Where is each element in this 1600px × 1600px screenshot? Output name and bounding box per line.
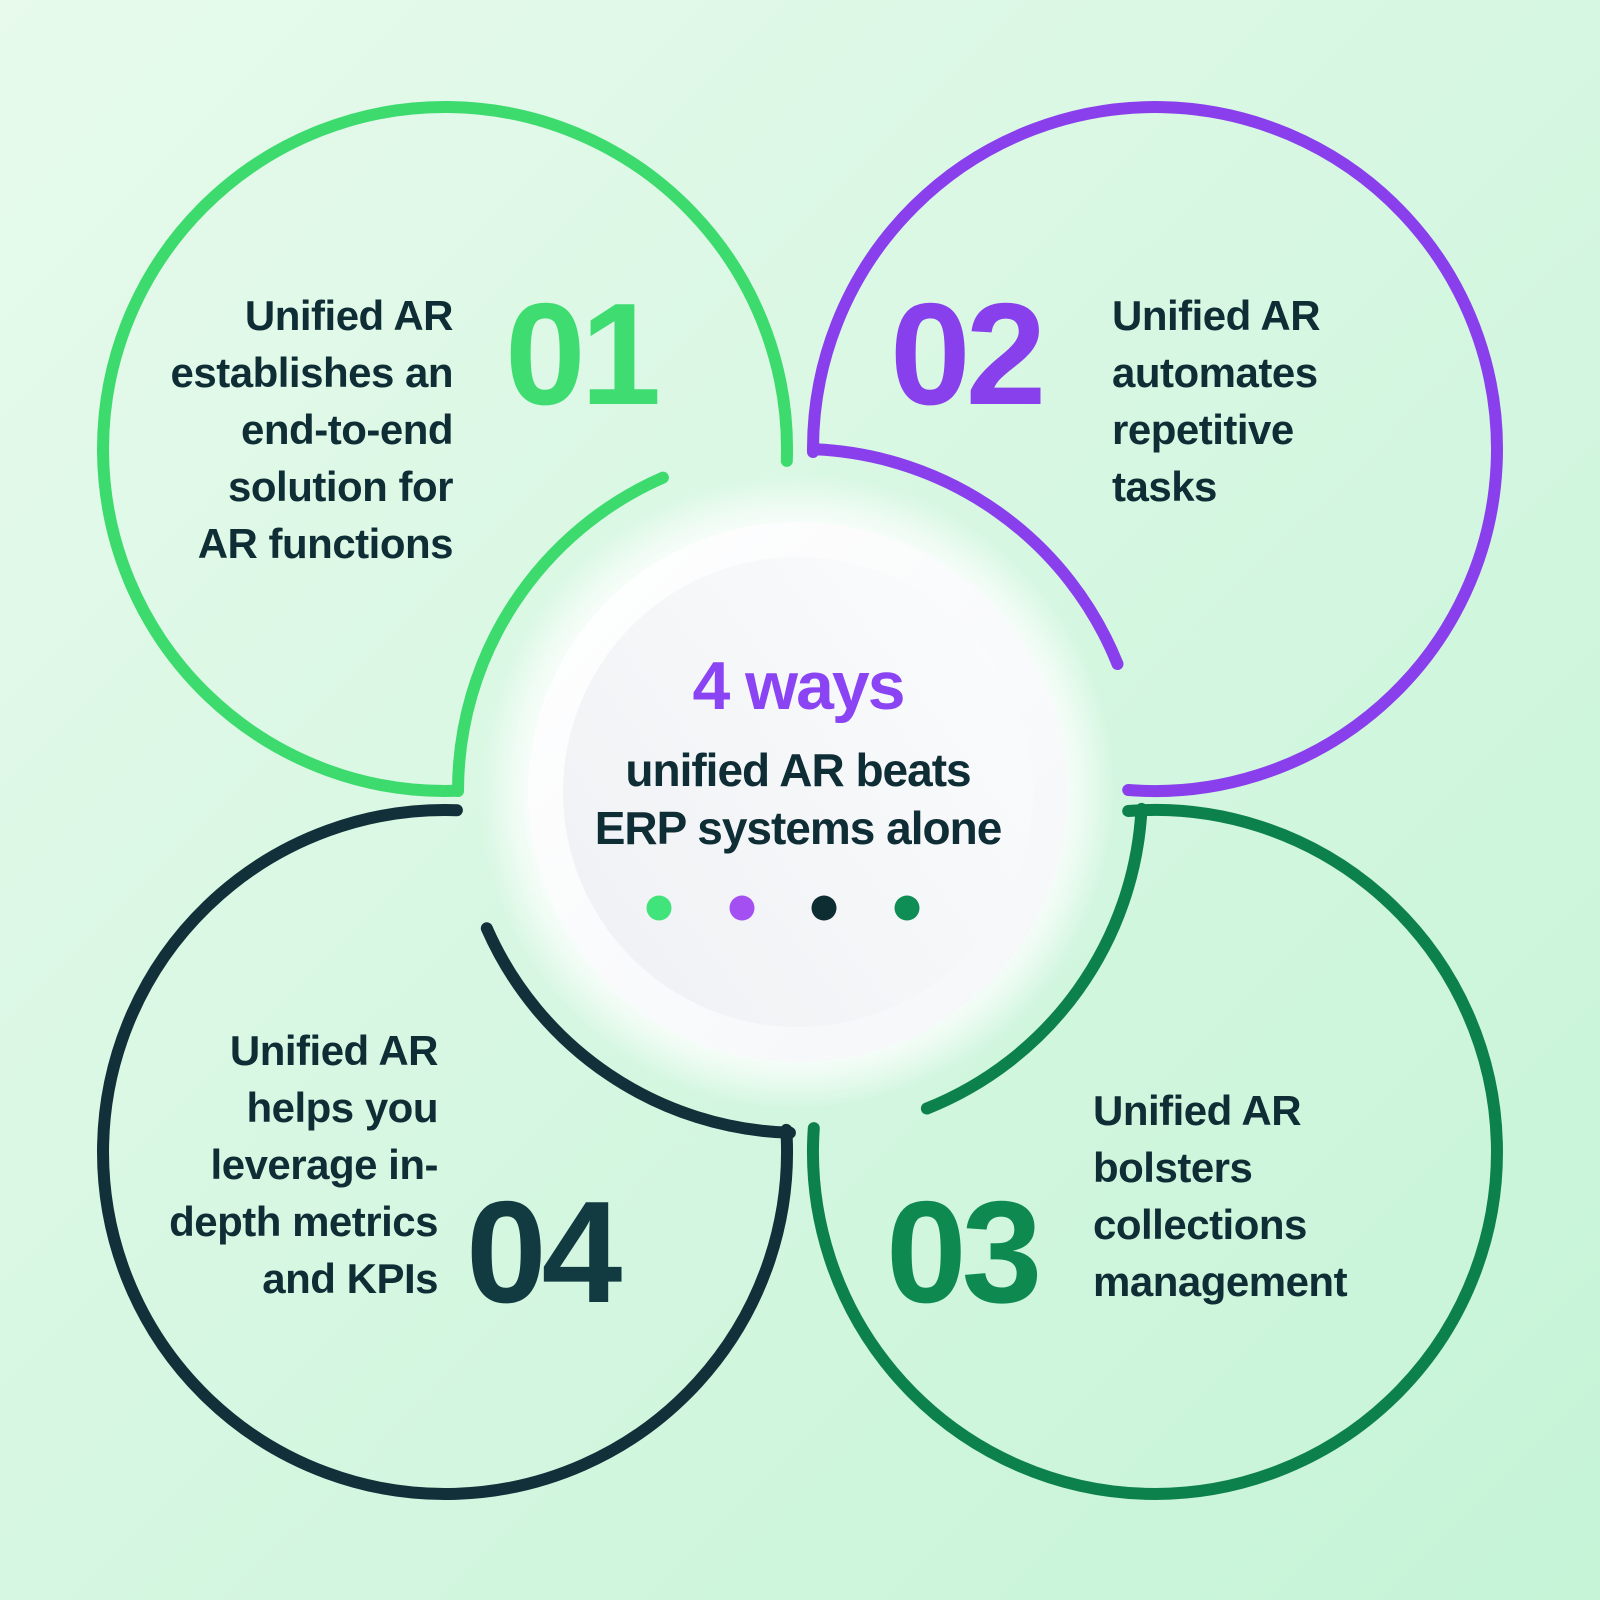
dot-01 bbox=[646, 895, 672, 921]
item-01-line: Unified AR bbox=[244, 292, 454, 339]
ring-arc-03 bbox=[920, 802, 1148, 1115]
item-01-line: end-to-end bbox=[241, 406, 453, 453]
item-01-line: AR functions bbox=[197, 520, 454, 567]
dot-02 bbox=[729, 895, 755, 921]
item-01-text: Unified AR establishes an end-to-end sol… bbox=[95, 287, 454, 572]
item-02-line: Unified AR bbox=[1112, 292, 1321, 339]
center-subtitle: unified AR beats ERP systems alone bbox=[448, 741, 1148, 857]
item-02-text: Unified AR automates repetitive tasks bbox=[1112, 287, 1472, 515]
item-04-line: helps you bbox=[246, 1084, 438, 1131]
item-03-text: Unified AR bolsters collections manageme… bbox=[1093, 1082, 1473, 1310]
item-02-number: 02 bbox=[890, 273, 1046, 435]
ring-arc-02 bbox=[808, 443, 1124, 670]
item-04-text: Unified AR helps you leverage in- depth … bbox=[80, 1022, 438, 1307]
item-02-line: tasks bbox=[1112, 463, 1217, 510]
item-01-line: establishes an bbox=[170, 349, 454, 396]
item-03-line: bolsters bbox=[1093, 1144, 1253, 1191]
item-03-line: Unified AR bbox=[1093, 1087, 1302, 1134]
item-01-line: solution for bbox=[228, 463, 453, 510]
center-subtitle-line: unified AR beats bbox=[625, 744, 971, 796]
circle-01-outline bbox=[97, 101, 793, 797]
item-02-line: automates bbox=[1112, 349, 1318, 396]
center-subtitle-line: ERP systems alone bbox=[594, 802, 1003, 854]
center-label: 4 ways unified AR beats ERP systems alon… bbox=[448, 648, 1148, 857]
item-04-line: Unified AR bbox=[229, 1027, 439, 1074]
dot-03 bbox=[811, 895, 837, 921]
item-04-line: leverage in- bbox=[210, 1141, 439, 1188]
circle-02-outline bbox=[806, 101, 1503, 798]
center-heading: 4 ways bbox=[692, 648, 905, 724]
item-03-number: 03 bbox=[886, 1171, 1042, 1333]
item-02-line: repetitive bbox=[1112, 406, 1294, 453]
item-04-line: depth metrics bbox=[169, 1198, 438, 1245]
item-01-number: 01 bbox=[505, 273, 661, 435]
item-04-line: and KPIs bbox=[262, 1255, 438, 1302]
ring-arc-01 bbox=[452, 471, 669, 797]
item-03-line: management bbox=[1093, 1258, 1348, 1305]
dot-04 bbox=[894, 895, 920, 921]
circle-03-outline bbox=[807, 803, 1503, 1500]
ring-arc-04 bbox=[480, 922, 796, 1139]
item-03-line: collections bbox=[1093, 1201, 1307, 1248]
circle-04-outline bbox=[97, 804, 793, 1500]
item-04-number: 04 bbox=[466, 1171, 622, 1333]
